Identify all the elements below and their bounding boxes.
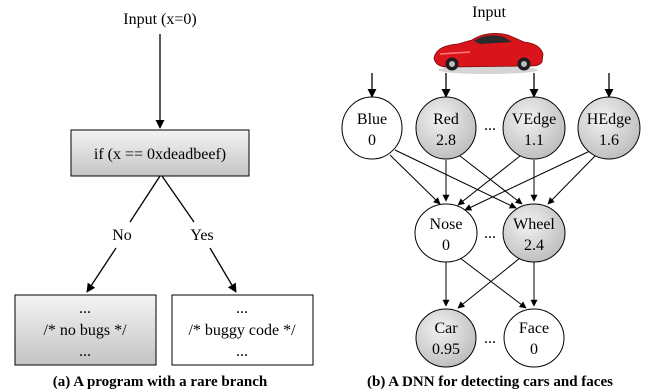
svg-text:0: 0 (368, 132, 376, 149)
svg-text:Wheel: Wheel (513, 216, 555, 233)
buggy-code-comment: /* buggy code */ (188, 322, 296, 339)
svg-text:Face: Face (519, 320, 549, 337)
branch-yes-label: Yes (190, 227, 213, 244)
branch-no-label: No (112, 227, 132, 244)
svg-text:Red: Red (433, 111, 459, 128)
dnn-diagram: Input (341, 4, 641, 390)
svg-text:1.6: 1.6 (599, 132, 619, 149)
layer3-ellipsis: ... (484, 330, 496, 347)
buggy-ellipsis-bottom: ... (236, 343, 248, 360)
layer1-to-layer2-edges (389, 149, 597, 211)
program-caption: (a) A program with a rare branch (53, 374, 268, 390)
svg-text:Nose: Nose (430, 216, 463, 233)
yes-branch-line-upper (161, 175, 195, 223)
condition-label: if (x == 0xdeadbeef) (94, 146, 226, 163)
dnn-caption: (b) A DNN for detecting cars and faces (367, 374, 613, 390)
buggy-ellipsis-top: ... (236, 300, 248, 317)
svg-text:1.1: 1.1 (524, 132, 544, 149)
node-blue: Blue 0 (341, 96, 403, 160)
no-bugs-ellipsis-bottom: ... (79, 343, 91, 360)
no-bugs-comment: /* no bugs */ (43, 322, 127, 339)
no-bugs-box (14, 294, 157, 366)
node-red: Red 2.8 (415, 96, 477, 160)
node-vedge: VEdge 1.1 (502, 96, 566, 160)
svg-text:Blue: Blue (357, 111, 387, 128)
no-branch-line-upper (129, 175, 161, 223)
svg-text:0: 0 (442, 237, 450, 254)
node-nose: Nose 0 (414, 203, 478, 263)
yes-branch-arrow (209, 247, 237, 293)
svg-text:Car: Car (434, 320, 458, 337)
layer2-ellipsis: ... (484, 225, 496, 242)
svg-text:2.8: 2.8 (436, 132, 456, 149)
layer1-ellipsis: ... (484, 117, 496, 134)
layer2-to-layer3-edges (442, 257, 538, 309)
svg-text:0: 0 (530, 341, 538, 358)
svg-text:HEdge: HEdge (587, 111, 631, 128)
program-input-label: Input (x=0) (123, 11, 196, 28)
svg-text:0.95: 0.95 (432, 341, 460, 358)
no-bugs-ellipsis-top: ... (79, 300, 91, 317)
node-hedge: HEdge 1.6 (577, 96, 641, 160)
dnn-input-label: Input (472, 4, 506, 21)
node-wheel: Wheel 2.4 (502, 203, 566, 263)
svg-text:2.4: 2.4 (524, 237, 544, 254)
node-face: Face 0 (503, 308, 565, 368)
buggy-code-box (171, 294, 314, 366)
node-car: Car 0.95 (415, 308, 477, 368)
svg-text:VEdge: VEdge (512, 111, 556, 128)
car-image (433, 33, 544, 74)
no-branch-arrow (86, 247, 117, 293)
program-diagram: Input (x=0) if (x == 0xdeadbeef) No Yes … (14, 11, 314, 390)
